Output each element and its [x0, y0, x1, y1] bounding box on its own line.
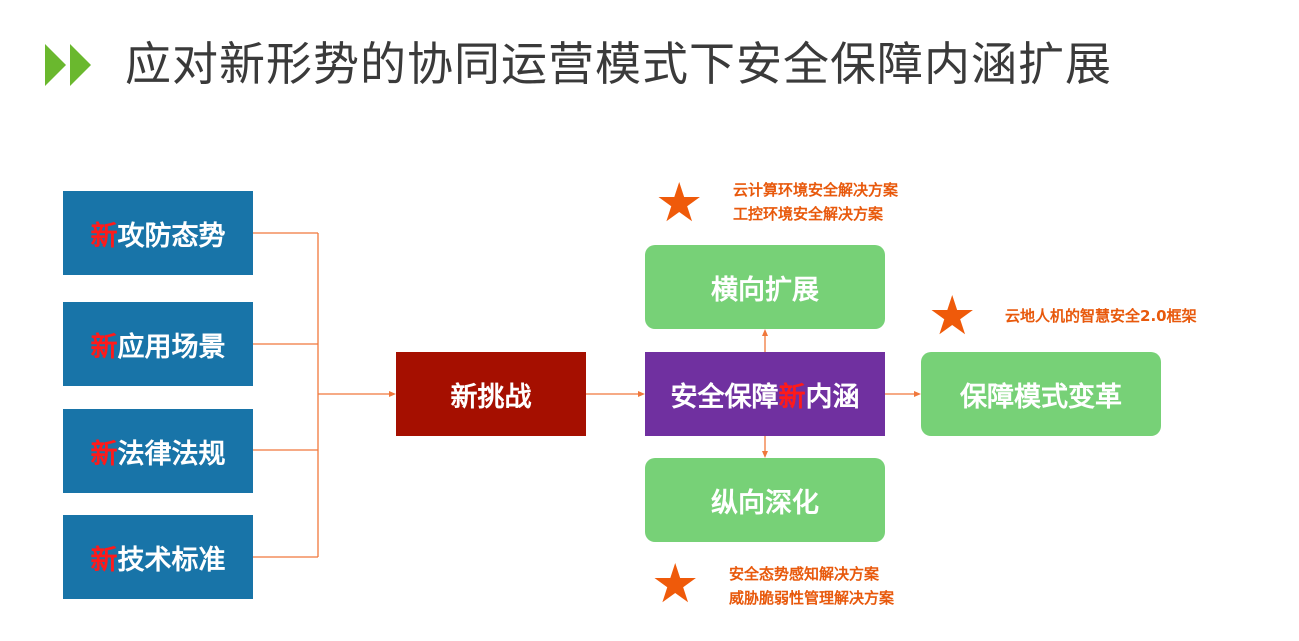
new-prefix: 新 — [90, 220, 118, 252]
star-icon: ★ — [655, 171, 704, 234]
left-item-scenarios: 新应用场景 — [63, 302, 253, 386]
challenge-box: 新挑战 — [396, 352, 586, 436]
new-prefix: 新 — [90, 438, 118, 470]
note-line: 云计算环境安全解决方案 — [733, 181, 899, 199]
star-icon: ★ — [928, 284, 977, 347]
center-text: 内涵 — [805, 381, 860, 413]
left-item-laws: 新法律法规 — [63, 409, 253, 493]
title-arrow-icon — [70, 44, 91, 86]
item-label: 技术标准 — [117, 544, 226, 576]
top-notes: 云计算环境安全解决方案工控环境安全解决方案 — [733, 178, 898, 226]
title-arrow-icon — [45, 44, 66, 86]
horizontal-expansion-box: 横向扩展 — [645, 245, 885, 329]
note-line: 威胁脆弱性管理解决方案 — [729, 589, 895, 607]
note-line: 工控环境安全解决方案 — [733, 205, 884, 223]
note-line: 安全态势感知解决方案 — [729, 565, 880, 583]
new-prefix: 新 — [90, 331, 118, 363]
center-text: 安全保障 — [670, 381, 779, 413]
item-label: 攻防态势 — [117, 220, 226, 252]
item-label: 应用场景 — [117, 331, 226, 363]
page-title: 应对新形势的协同运营模式下安全保障内涵扩展 — [125, 37, 1112, 91]
left-item-attack-defense: 新攻防态势 — [63, 191, 253, 275]
new-prefix: 新 — [90, 544, 118, 576]
center-highlight: 新 — [778, 381, 806, 413]
item-label: 法律法规 — [117, 438, 226, 470]
right-notes: 云地人机的智慧安全2.0框架 — [1005, 304, 1197, 328]
star-icon: ★ — [651, 552, 700, 615]
bottom-notes: 安全态势感知解决方案威胁脆弱性管理解决方案 — [729, 562, 894, 610]
left-item-standards: 新技术标准 — [63, 515, 253, 599]
mode-change-box: 保障模式变革 — [921, 352, 1161, 436]
note-line: 云地人机的智慧安全2.0框架 — [1005, 307, 1197, 325]
center-box: 安全保障新内涵 — [645, 352, 885, 436]
vertical-deepening-box: 纵向深化 — [645, 458, 885, 542]
